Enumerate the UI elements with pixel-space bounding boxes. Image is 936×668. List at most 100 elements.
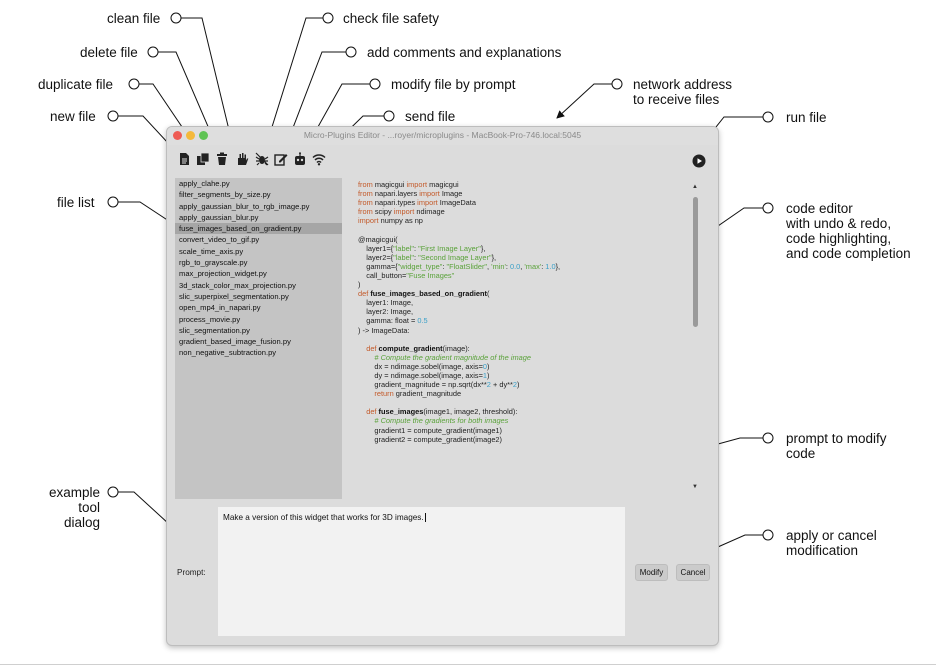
callout-network-address-line2: to receive files — [633, 92, 720, 107]
code-line: gamma={"widget_type": "FloatSlider", 'mi… — [358, 262, 688, 271]
send-file-button[interactable] — [311, 151, 327, 167]
code-line: dx = ndimage.sobel(image, axis=0) — [358, 362, 688, 371]
scroll-down-icon[interactable]: ▼ — [692, 484, 698, 490]
file-list[interactable]: apply_clahe.py filter_segments_by_size.py… — [175, 178, 342, 499]
code-text: + dy** — [490, 380, 513, 390]
code-text: ) — [358, 280, 361, 290]
delete-file-button[interactable] — [214, 151, 230, 167]
code-number: 0 — [482, 361, 488, 371]
check-file-safety-button[interactable] — [254, 151, 270, 167]
run-file-button[interactable] — [692, 154, 706, 168]
code-text: , — [487, 261, 492, 271]
code-number: 0.0 — [510, 261, 521, 271]
code-text: layer1={ — [358, 243, 394, 253]
code-text: gradient_magnitude = np.sqrt(dx** — [358, 380, 487, 390]
code-line: layer2={"label": "Second Image Layer"}, — [358, 253, 688, 262]
file-list-item[interactable]: apply_gaussian_blur.py — [179, 212, 259, 222]
file-list-item[interactable]: fuse_images_based_on_gradient.py — [175, 223, 342, 235]
file-list-item[interactable]: convert_video_to_gif.py — [179, 235, 260, 245]
cancel-button[interactable]: Cancel — [676, 564, 710, 581]
code-keyword: import — [417, 198, 438, 208]
code-text: gamma={ — [358, 261, 398, 271]
code-text: call_button= — [358, 270, 407, 280]
file-list-item[interactable]: apply_gaussian_blur_to_rgb_image.py — [179, 201, 310, 211]
code-line-blank — [358, 398, 688, 407]
code-text: numpy as np — [378, 216, 423, 226]
file-list-item[interactable]: open_mp4_in_napari.py — [179, 303, 261, 313]
code-text: @magicgui( — [358, 234, 398, 244]
file-list-item[interactable]: process_movie.py — [179, 314, 241, 324]
code-line: gamma: float = 0.5 — [358, 316, 688, 325]
code-text: : — [442, 261, 447, 271]
prompt-input[interactable]: Make a version of this widget that works… — [218, 507, 625, 636]
file-list-item[interactable]: scale_time_axis.py — [179, 246, 244, 256]
code-string: 'max' — [524, 261, 542, 271]
file-list-item[interactable]: 3d_stack_color_max_projection.py — [179, 280, 296, 290]
callout-file-list: file list — [57, 195, 95, 210]
duplicate-file-button[interactable] — [195, 151, 211, 167]
code-keyword: def — [358, 343, 379, 353]
code-keyword: def — [358, 407, 379, 417]
code-text: napari.layers — [372, 189, 420, 199]
callout-example-tool-line2: tool — [78, 500, 100, 515]
file-list-item[interactable]: slic_superpixel_segmentation.py — [179, 291, 289, 301]
code-string: "label" — [393, 243, 415, 253]
code-text: scipy — [372, 207, 394, 217]
file-list-item[interactable]: rgb_to_grayscale.py — [179, 258, 248, 268]
code-line: from magicgui import magicgui — [358, 180, 688, 189]
code-string: "widget_type" — [397, 261, 443, 271]
scroll-thumb[interactable] — [693, 197, 698, 327]
code-text: ) — [487, 361, 490, 371]
callout-network-address-line1: network address — [633, 77, 733, 92]
text-caret — [424, 513, 426, 523]
code-text: : — [541, 261, 546, 271]
callout-check-file-safety: check file safety — [343, 11, 440, 26]
callout-apply-cancel-line2: modification — [786, 543, 859, 558]
code-line: from scipy import ndimage — [358, 207, 688, 216]
file-list-item[interactable]: apply_clahe.py — [179, 179, 230, 188]
code-line-blank — [358, 335, 688, 344]
code-line: ) — [358, 280, 688, 289]
file-list-item[interactable]: non_negative_subtraction.py — [179, 348, 277, 358]
callout-example-tool-line1: example — [48, 485, 100, 500]
modify-by-prompt-button[interactable] — [292, 151, 308, 167]
code-line: layer1={"label": "First Image Layer"}, — [358, 244, 688, 253]
modify-button[interactable]: Modify — [635, 564, 668, 581]
code-text: : — [414, 243, 419, 253]
code-text: Image — [439, 189, 463, 199]
code-function-name: compute_gradient — [378, 343, 443, 353]
title-bar: Micro-Plugins Editor - ...royer/microplu… — [167, 127, 718, 145]
add-comments-button[interactable] — [273, 151, 289, 167]
bug-icon — [255, 152, 269, 166]
code-keyword: from — [358, 198, 373, 208]
edit-icon — [274, 154, 288, 166]
close-window-button[interactable] — [173, 131, 182, 140]
code-keyword: import — [358, 216, 379, 226]
file-list-item[interactable]: slic_segmentation.py — [179, 325, 250, 335]
code-text: layer1: Image, — [358, 298, 414, 308]
callout-apply-cancel-line1: apply or cancel — [786, 528, 877, 543]
code-line: dy = ndimage.sobel(image, axis=1) — [358, 371, 688, 380]
clean-file-button[interactable] — [234, 151, 250, 167]
editor-scrollbar[interactable]: ▲ ▼ — [691, 183, 699, 491]
scroll-up-icon[interactable]: ▲ — [692, 184, 698, 190]
clean-hand-icon — [238, 153, 249, 165]
code-line: # Compute the gradients for both images — [358, 416, 688, 425]
prompt-value: Make a version of this widget that works… — [223, 513, 424, 522]
code-editor[interactable]: from magicgui import magicgui from napar… — [358, 180, 688, 500]
code-keyword: import — [406, 180, 428, 189]
new-file-button[interactable] — [176, 151, 192, 167]
minimize-window-button[interactable] — [186, 131, 195, 140]
zoom-window-button[interactable] — [199, 131, 208, 140]
file-list-item[interactable]: max_projection_widget.py — [179, 269, 267, 279]
callout-example-tool-line3: dialog — [63, 515, 100, 530]
code-line: # Compute the gradient magnitude of the … — [358, 353, 688, 362]
callout-prompt-modify-line2: code — [786, 446, 816, 461]
prompt-text: Make a version of this widget that works… — [223, 513, 426, 523]
file-list-item[interactable]: gradient_based_image_fusion.py — [179, 337, 291, 347]
code-line: call_button="Fuse Images" — [358, 271, 688, 280]
callout-duplicate-file: duplicate file — [38, 77, 114, 92]
code-line: @magicgui( — [358, 235, 688, 244]
callout-code-editor-line4: and code completion — [786, 246, 911, 261]
file-list-item[interactable]: filter_segments_by_size.py — [179, 190, 271, 200]
